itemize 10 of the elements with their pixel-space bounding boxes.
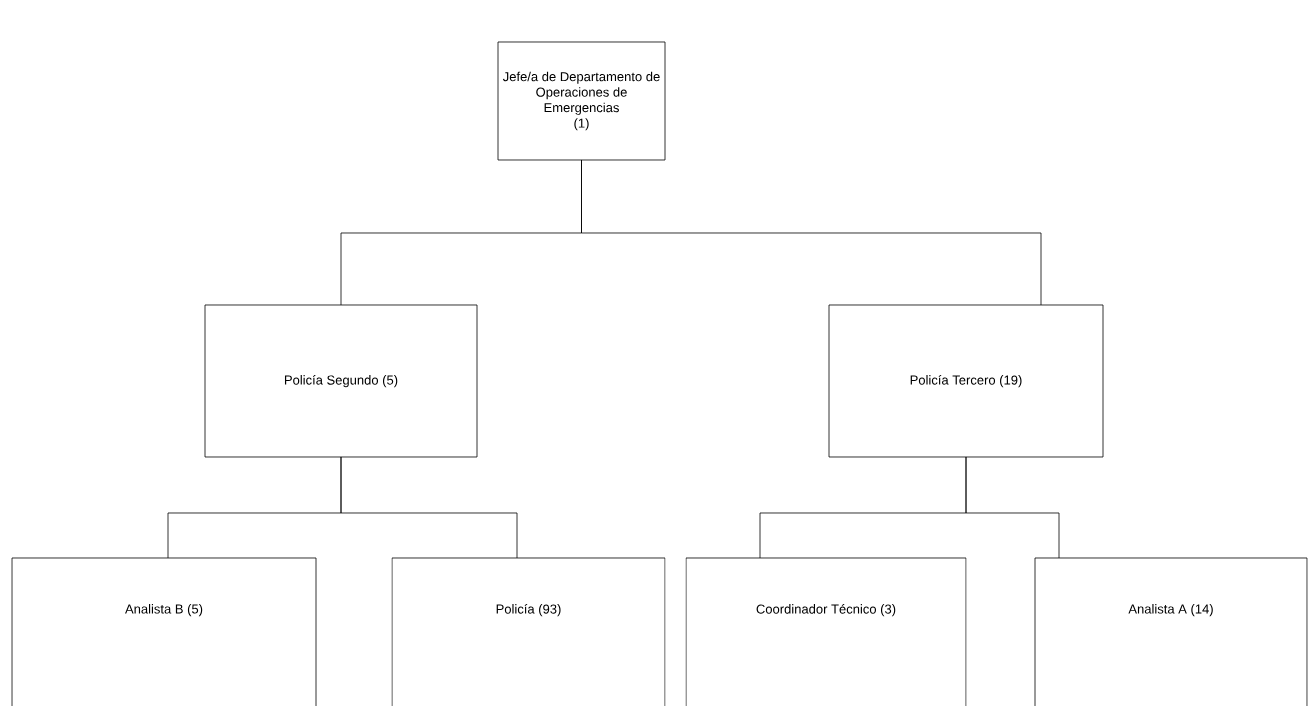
- org-box: Jefe/a de Departamento de Operaciones de Emergencias (1): [497, 41, 666, 161]
- org-box: Analista B (5): [11, 557, 317, 706]
- org-box: Policía (93): [391, 557, 666, 706]
- connector-line: [340, 456, 518, 559]
- org-box: Policía Tercero (19): [828, 304, 1104, 458]
- connector-line: [581, 159, 1042, 306]
- org-box: Policía Segundo (5): [204, 304, 478, 458]
- org-box: Analista A (14): [1034, 557, 1308, 706]
- connector-line: [965, 456, 1060, 559]
- org-box: Coordinador Técnico (3): [685, 557, 967, 706]
